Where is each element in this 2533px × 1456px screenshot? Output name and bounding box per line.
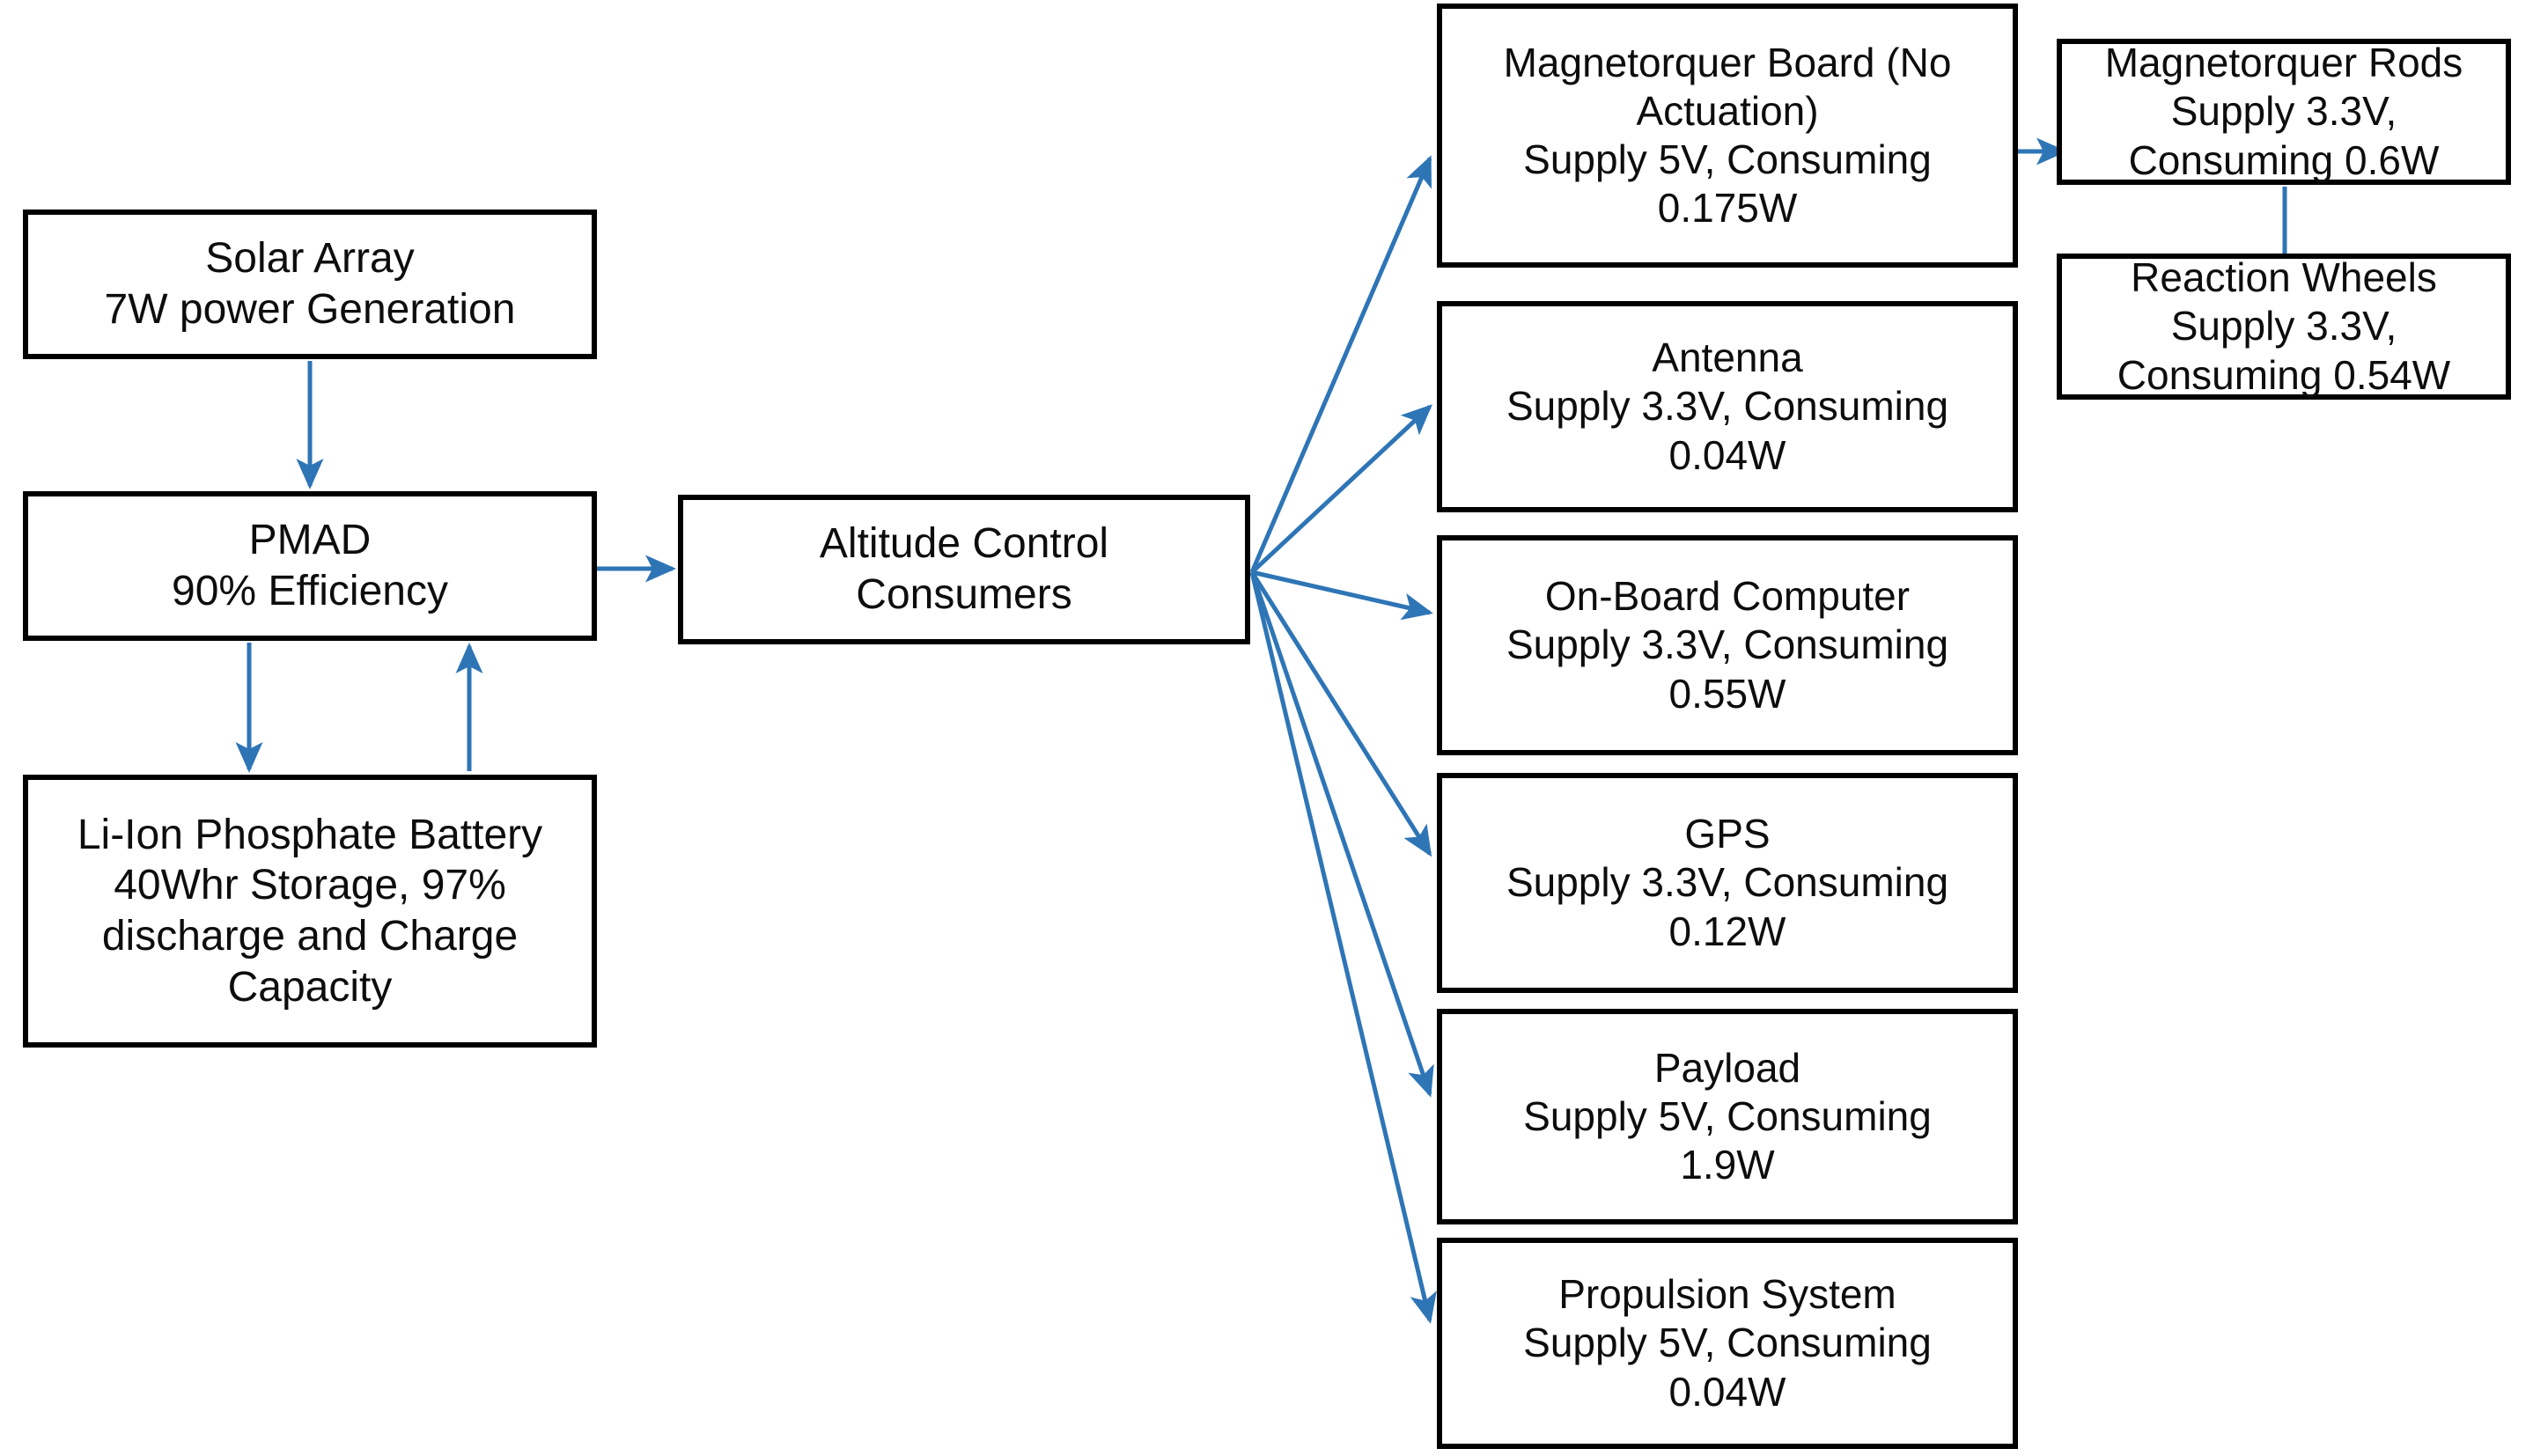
edge-altitude-control-to-magnetorquer-board [1249,155,1432,573]
node-reaction-wheels-label: Reaction Wheels Supply 3.3V, Consuming 0… [2117,254,2451,398]
node-pmad[interactable]: PMAD 90% Efficiency [23,491,597,641]
node-antenna[interactable]: Antenna Supply 3.3V, Consuming 0.04W [1437,301,2018,512]
node-propulsion-system[interactable]: Propulsion System Supply 5V, Consuming 0… [1437,1238,2018,1449]
node-payload-label: Payload Supply 5V, Consuming 1.9W [1523,1044,1932,1188]
node-magnetorquer-board-label: Magnetorquer Board (No Actuation) Supply… [1503,39,1952,232]
node-magnetorquer-board[interactable]: Magnetorquer Board (No Actuation) Supply… [1437,4,2018,268]
edge-altitude-control-to-on-board-computer [1251,570,1433,621]
edge-altitude-control-to-antenna [1250,404,1432,574]
edge-altitude-control-to-gps [1249,570,1432,857]
edge-altitude-control-to-propulsion-system [1249,571,1437,1324]
node-magnetorquer-rods-label: Magnetorquer Rods Supply 3.3V, Consuming… [2104,40,2463,183]
node-battery-label: Li-Ion Phosphate Battery 40Whr Storage, … [77,811,543,1011]
node-solar-array-label: Solar Array 7W power Generation [104,235,516,333]
node-gps[interactable]: GPS Supply 3.3V, Consuming 0.12W [1437,773,2018,993]
node-on-board-computer-label: On-Board Computer Supply 3.3V, Consuming… [1506,573,1949,717]
edge-altitude-control-to-payload [1249,571,1434,1098]
node-solar-array[interactable]: Solar Array 7W power Generation [23,210,597,359]
node-propulsion-system-label: Propulsion System Supply 5V, Consuming 0… [1523,1271,1932,1415]
node-pmad-label: PMAD 90% Efficiency [172,517,448,614]
node-altitude-control-consumers-label: Altitude Control Consumers [819,520,1109,618]
node-gps-label: GPS Supply 3.3V, Consuming 0.12W [1506,811,1949,954]
node-on-board-computer[interactable]: On-Board Computer Supply 3.3V, Consuming… [1437,535,2018,755]
node-battery[interactable]: Li-Ion Phosphate Battery 40Whr Storage, … [23,775,597,1048]
node-antenna-label: Antenna Supply 3.3V, Consuming 0.04W [1506,335,1949,478]
node-reaction-wheels[interactable]: Reaction Wheels Supply 3.3V, Consuming 0… [2057,254,2511,400]
node-magnetorquer-rods[interactable]: Magnetorquer Rods Supply 3.3V, Consuming… [2057,39,2511,185]
node-altitude-control-consumers[interactable]: Altitude Control Consumers [678,495,1250,644]
node-payload[interactable]: Payload Supply 5V, Consuming 1.9W [1437,1009,2018,1224]
